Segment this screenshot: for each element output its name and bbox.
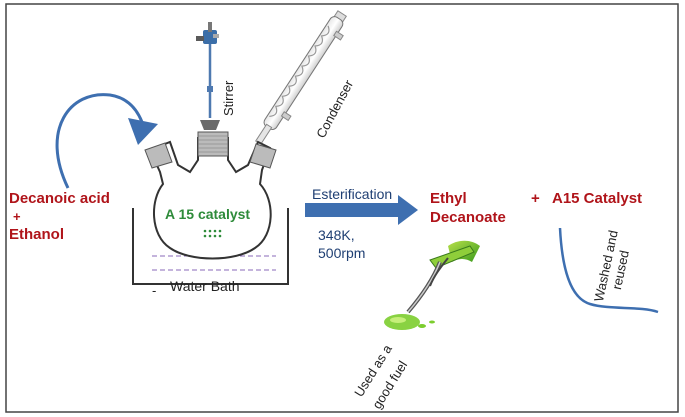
feed-arrow (55, 93, 158, 189)
stirrer-label: Stirrer (221, 80, 236, 116)
three-neck-flask-icon (144, 131, 277, 260)
fuel-nozzle-icon (384, 240, 480, 330)
diagram-border (5, 3, 679, 413)
reactant-ethanol: Ethanol (9, 226, 64, 243)
product-ester-line1: Ethyl (430, 190, 467, 207)
recycle-curve (558, 227, 659, 314)
flask-catalyst-label: A 15 catalyst (165, 206, 251, 222)
condenser-icon (255, 10, 347, 145)
water-bath-mark: - (152, 283, 157, 298)
process-label: Esterification (312, 186, 393, 202)
product-catalyst: A15 Catalyst (552, 190, 643, 207)
water-bath (132, 208, 289, 285)
conditions-stirring: 500rpm (318, 245, 366, 261)
water-bath-label: Water Bath (170, 278, 240, 294)
product-plus: + (531, 190, 540, 207)
reactant-plus: + (13, 209, 21, 224)
reactant-decanoic-acid: Decanoic acid (9, 190, 110, 207)
stirrer-icon (196, 22, 220, 130)
reaction-arrow (305, 195, 418, 225)
product-ester-line2: Decanoate (430, 209, 506, 226)
conditions-temperature: 348K, (318, 227, 355, 243)
catalyst-dots (203, 229, 222, 238)
